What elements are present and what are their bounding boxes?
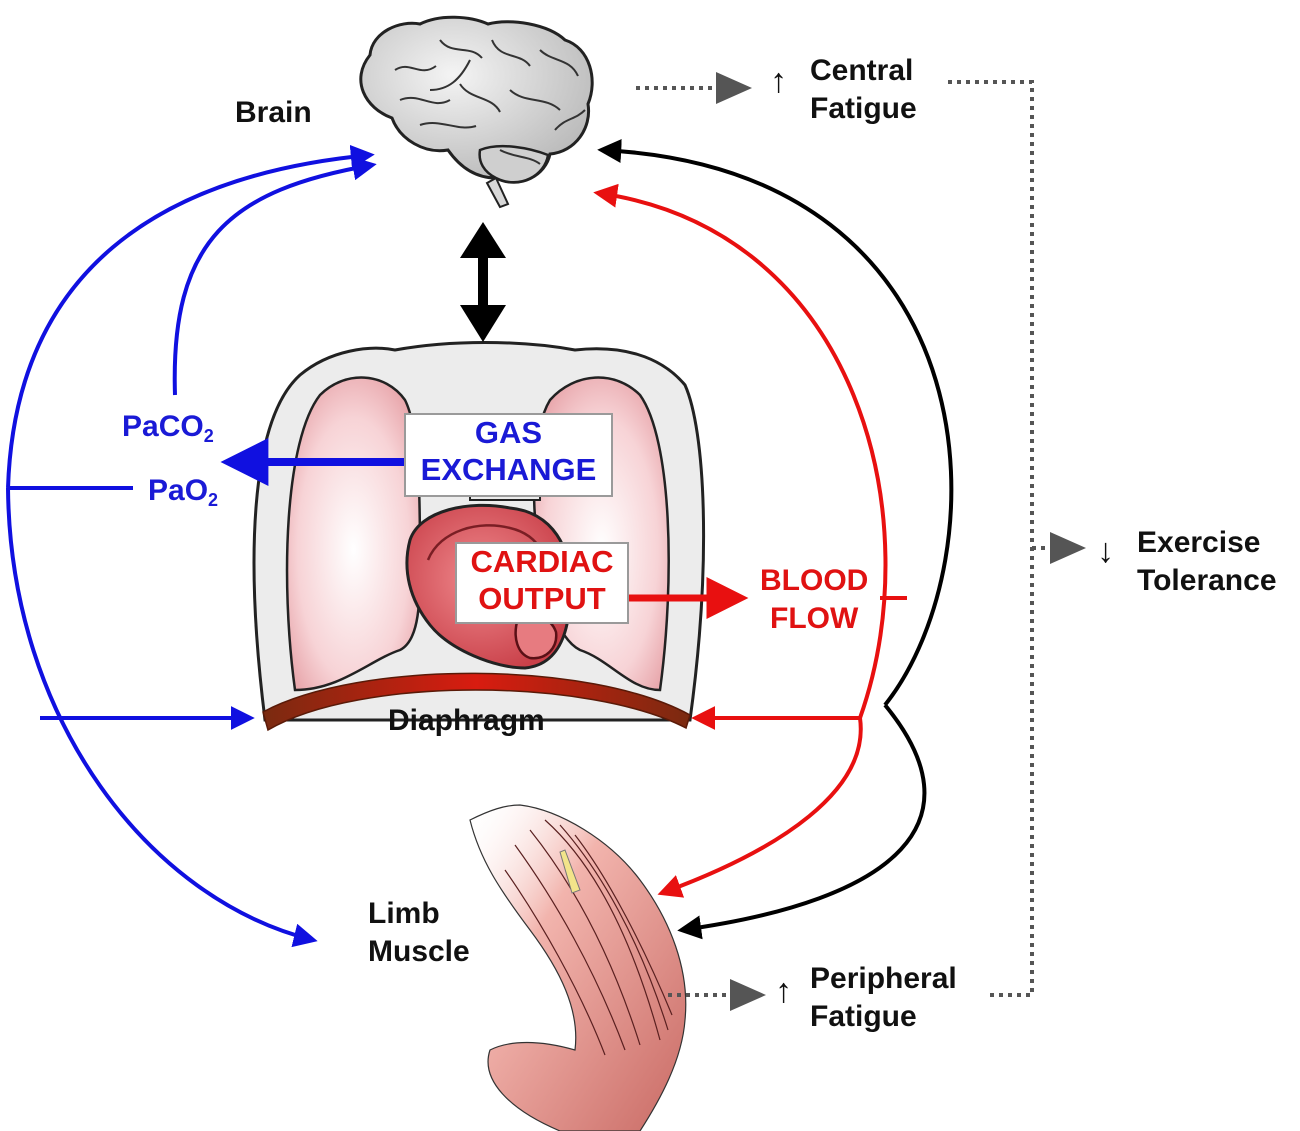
blue-curve-left-to-muscle	[6, 487, 318, 948]
limb-muscle-illustration	[469, 804, 687, 1131]
blood-flow-label: BLOOD FLOW	[760, 564, 869, 635]
red-curve-to-brain	[593, 183, 888, 719]
black-curve-to-brain	[597, 138, 954, 707]
red-curve-to-muscle	[657, 717, 863, 898]
exercise-tolerance-arrowhead	[1050, 532, 1086, 564]
blue-curve-paco2-to-brain	[172, 156, 377, 396]
thorax-illustration	[252, 341, 706, 732]
blue-curve-left-to-brain	[6, 144, 375, 489]
black-curve-to-muscle	[677, 703, 927, 940]
limb-muscle-label: Limb Muscle	[368, 897, 470, 968]
diaphragm-label: Diaphragm	[388, 704, 545, 737]
cardiac-output-box: CARDIAC OUTPUT	[455, 542, 629, 624]
central-fatigue-label: Central Fatigue	[810, 54, 917, 125]
peripheral-fatigue-label: Peripheral Fatigue	[810, 962, 957, 1033]
peripheral-fatigue-indicator: ↑	[775, 972, 792, 1010]
central-fatigue-indicator: ↑	[770, 62, 787, 100]
peripheral-fatigue-arrowhead	[730, 979, 766, 1011]
pao2-label: PaO2	[148, 474, 219, 510]
exercise-tolerance-label: Exercise Tolerance	[1137, 526, 1277, 597]
brain-illustration	[359, 15, 594, 209]
brain-label: Brain	[235, 96, 312, 129]
exercise-tolerance-indicator: ↓	[1097, 532, 1114, 570]
paco2-label: PaCO2	[122, 410, 214, 446]
gas-exchange-box: GAS EXCHANGE	[404, 413, 613, 497]
black-double-arrow	[460, 222, 506, 342]
central-fatigue-arrowhead	[716, 72, 752, 104]
